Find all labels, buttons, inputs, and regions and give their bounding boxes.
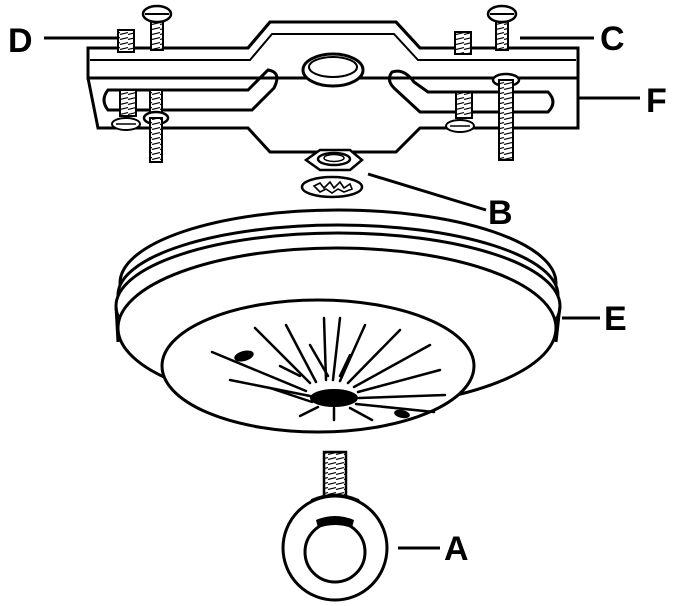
callout-lines [44, 36, 640, 550]
long-bolt-left [142, 110, 170, 163]
set-screw-right [454, 31, 472, 55]
slot-screw-right [445, 91, 475, 133]
canopy [114, 208, 562, 434]
canopy-radial-ribs [210, 316, 447, 422]
mounting-screw-top-left [141, 4, 173, 51]
label-c: C [600, 20, 625, 58]
label-d: D [8, 22, 33, 60]
label-b: B [488, 194, 513, 232]
eye-bolt [281, 450, 389, 602]
canopy-center-hole [310, 389, 358, 407]
label-e: E [604, 300, 627, 338]
leader-b [367, 172, 487, 212]
mounting-screw-top-right [486, 4, 518, 51]
label-a: A [444, 530, 469, 568]
long-bolt-right [491, 72, 521, 161]
set-screw-left [117, 29, 135, 53]
lock-washer [300, 175, 364, 199]
lock-nut [303, 148, 364, 172]
crossbar-bracket [86, 20, 580, 154]
center-hole [301, 52, 365, 88]
slot-screw-left [111, 89, 163, 131]
label-f: F [646, 82, 667, 120]
